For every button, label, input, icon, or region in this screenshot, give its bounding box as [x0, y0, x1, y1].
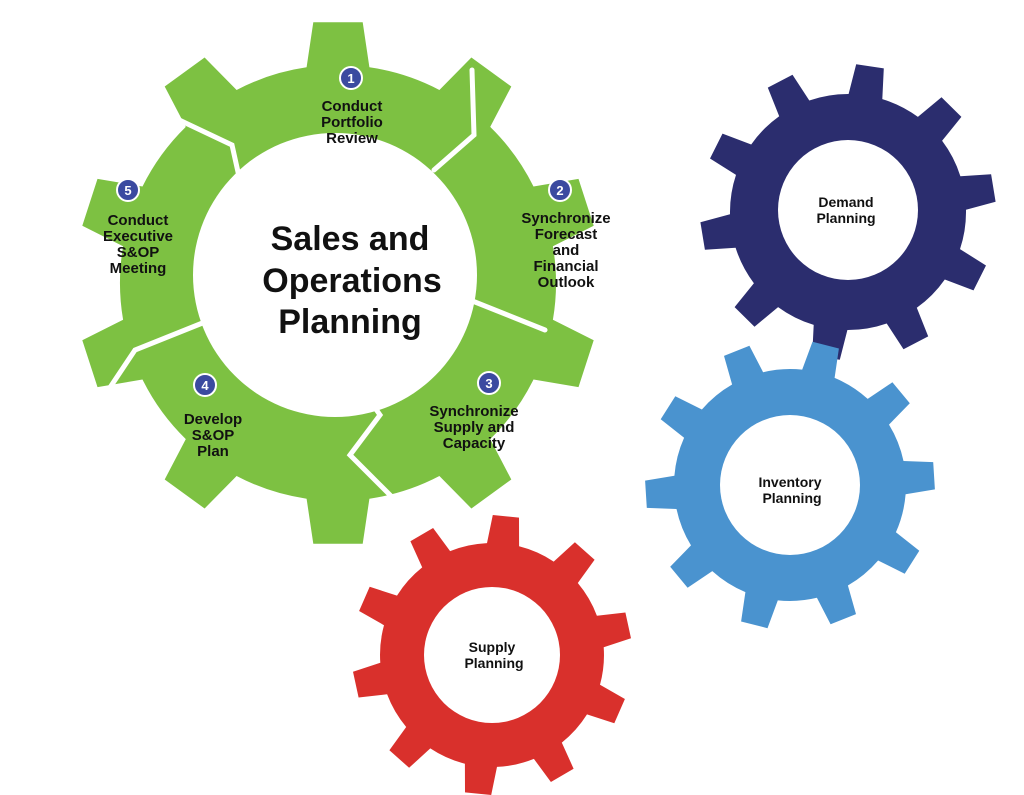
inventory-gear-hub	[720, 415, 860, 555]
step-1: 1 Conduct Portfolio Review	[321, 66, 383, 147]
step-2-line-4: Financial	[533, 258, 598, 275]
step-4: 4 Develop S&OP Plan	[184, 373, 242, 460]
step-2-line-3: and	[553, 242, 580, 259]
step-1-badge	[339, 66, 363, 90]
step-2-line-1: Synchronize	[521, 210, 610, 227]
step-5-number: 5	[124, 183, 131, 198]
step-4-badge	[193, 373, 217, 397]
demand-label-line-1: Demand	[818, 194, 873, 210]
step-5-line-3: S&OP	[117, 244, 160, 261]
step-3: 3 Synchronize Supply and Capacity	[429, 371, 519, 452]
supply-gear-hub	[424, 587, 560, 723]
supply-label-line-1: Supply	[469, 639, 516, 655]
step-3-badge	[477, 371, 501, 395]
step-5: 5 Conduct Executive S&OP Meeting	[103, 178, 173, 277]
divider-4-5	[92, 317, 213, 413]
step-4-line-1: Develop	[184, 411, 242, 428]
supply-planning-gear: Supply Planning	[353, 515, 631, 795]
step-5-line-1: Conduct	[108, 212, 169, 229]
step-2-badge	[548, 178, 572, 202]
step-3-line-2: Supply and	[434, 419, 515, 436]
step-4-line-3: Plan	[197, 443, 229, 460]
step-2-number: 2	[556, 183, 563, 198]
step-3-line-3: Capacity	[443, 435, 506, 452]
step-5-badge	[116, 178, 140, 202]
supply-label-line-2: Planning	[464, 655, 523, 671]
demand-label-line-2: Planning	[816, 210, 875, 226]
main-gear: Sales and Operations Planning 1 Conduct …	[82, 22, 611, 544]
step-3-line-1: Synchronize	[429, 403, 518, 420]
center-title-line-2: Operations	[262, 262, 441, 300]
step-2: 2 Synchronize Forecast and Financial Out…	[521, 178, 611, 291]
step-1-line-2: Portfolio	[321, 114, 383, 131]
step-1-line-1: Conduct	[322, 98, 383, 115]
center-title: Sales and Operations Planning	[262, 220, 441, 341]
inventory-label-line-1: Inventory	[758, 474, 821, 490]
inventory-planning-gear: Inventory Planning	[645, 341, 935, 629]
step-1-number: 1	[347, 71, 354, 86]
demand-planning-gear: Demand Planning	[700, 64, 996, 360]
center-title-line-1: Sales and	[271, 220, 430, 258]
demand-gear-hub	[778, 140, 918, 280]
step-3-number: 3	[485, 376, 492, 391]
step-4-line-2: S&OP	[192, 427, 235, 444]
step-1-line-3: Review	[326, 130, 378, 147]
step-5-line-4: Meeting	[110, 260, 167, 277]
main-gear-hub	[193, 133, 477, 417]
step-5-line-2: Executive	[103, 228, 173, 245]
inventory-label-line-2: Planning	[762, 490, 821, 506]
step-4-number: 4	[201, 378, 209, 393]
step-2-line-5: Outlook	[538, 274, 595, 291]
step-2-line-2: Forecast	[535, 226, 598, 243]
center-title-line-3: Planning	[278, 303, 422, 341]
divider-1-2	[431, 67, 477, 173]
